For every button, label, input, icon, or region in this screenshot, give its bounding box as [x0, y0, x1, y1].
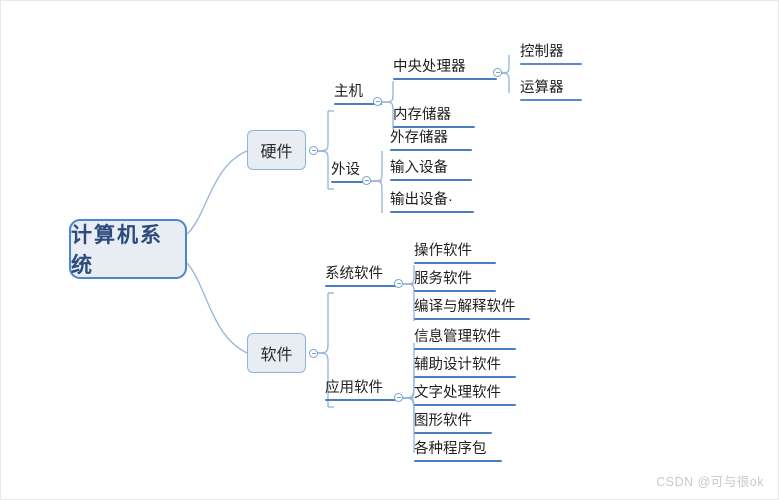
leaf-node-word-processing-software[interactable]: 文字处理软件 — [414, 386, 516, 406]
leaf-node-output-device-underline — [390, 210, 474, 213]
leaf-node-word-processing-software-label: 文字处理软件 — [414, 385, 501, 401]
leaf-node-service-software-label: 服务软件 — [414, 271, 472, 287]
leaf-node-controller[interactable]: 控制器 — [520, 45, 582, 65]
leaf-node-main-memory-underline — [393, 125, 475, 128]
group-node-peripheral[interactable]: 外设 — [331, 163, 370, 183]
collapse-toggle-hardware[interactable] — [309, 146, 318, 155]
leaf-node-output-device[interactable]: 输出设备· — [390, 193, 474, 213]
group-node-host[interactable]: 主机 — [334, 85, 382, 105]
leaf-node-compiler-software-underline — [414, 317, 530, 320]
watermark: CSDN @可与很ok — [656, 475, 764, 489]
leaf-node-operating-software-underline — [414, 261, 496, 264]
leaf-node-compiler-software[interactable]: 编译与解释软件 — [414, 300, 530, 320]
leaf-node-main-memory-label: 内存储器 — [393, 107, 451, 123]
leaf-node-controller-underline — [520, 62, 582, 65]
collapse-toggle-peripheral[interactable] — [362, 176, 371, 185]
root-node[interactable]: 计算机系统 — [69, 219, 187, 279]
leaf-node-service-software-underline — [414, 289, 496, 292]
leaf-node-graphics-software[interactable]: 图形软件 — [414, 414, 492, 434]
leaf-node-cpu[interactable]: 中央处理器 — [393, 60, 497, 80]
leaf-node-graphics-software-underline — [414, 431, 492, 434]
branch-node-hardware-label: 硬件 — [260, 144, 293, 161]
leaf-node-alu-underline — [520, 98, 582, 101]
collapse-toggle-host[interactable] — [373, 97, 382, 106]
branch-node-software-label: 软件 — [260, 347, 293, 364]
leaf-node-input-device-label: 输入设备 — [390, 160, 448, 176]
group-node-system-software[interactable]: 系统软件 — [325, 267, 402, 287]
group-node-host-underline — [334, 102, 382, 105]
leaf-node-information-management-software[interactable]: 信息管理软件 — [414, 330, 516, 350]
leaf-node-aux-memory[interactable]: 外存储器 — [390, 131, 472, 151]
leaf-node-cad-software[interactable]: 辅助设计软件 — [414, 358, 516, 378]
leaf-node-information-management-software-label: 信息管理软件 — [414, 329, 501, 345]
group-node-system-software-label: 系统软件 — [325, 266, 383, 282]
collapse-toggle-software[interactable] — [309, 349, 318, 358]
branch-node-hardware[interactable]: 硬件 — [247, 130, 306, 170]
leaf-node-operating-software[interactable]: 操作软件 — [414, 244, 496, 264]
leaf-node-main-memory[interactable]: 内存储器 — [393, 108, 475, 128]
branch-node-software[interactable]: 软件 — [247, 333, 306, 373]
leaf-node-program-packages[interactable]: 各种程序包 — [414, 442, 502, 462]
leaf-node-input-device[interactable]: 输入设备 — [390, 161, 472, 181]
collapse-toggle-cpu[interactable] — [493, 68, 502, 77]
group-node-host-label: 主机 — [334, 84, 363, 100]
leaf-node-input-device-underline — [390, 178, 472, 181]
leaf-node-alu[interactable]: 运算器 — [520, 81, 582, 101]
leaf-node-cad-software-label: 辅助设计软件 — [414, 357, 501, 373]
leaf-node-program-packages-underline — [414, 459, 502, 462]
leaf-node-output-device-label: 输出设备· — [390, 192, 453, 208]
leaf-node-aux-memory-underline — [390, 148, 472, 151]
group-node-application-software-underline — [325, 398, 402, 401]
leaf-node-alu-label: 运算器 — [520, 80, 564, 96]
leaf-node-word-processing-software-underline — [414, 403, 516, 406]
leaf-node-aux-memory-label: 外存储器 — [390, 130, 448, 146]
group-node-peripheral-underline — [331, 180, 370, 183]
group-node-application-software[interactable]: 应用软件 — [325, 381, 402, 401]
group-node-application-software-label: 应用软件 — [325, 380, 383, 396]
collapse-toggle-system-software[interactable] — [394, 279, 403, 288]
leaf-node-cad-software-underline — [414, 375, 516, 378]
collapse-toggle-application-software[interactable] — [394, 393, 403, 402]
leaf-node-program-packages-label: 各种程序包 — [414, 441, 487, 457]
leaf-node-operating-software-label: 操作软件 — [414, 243, 472, 259]
group-node-peripheral-label: 外设 — [331, 162, 360, 178]
leaf-node-service-software[interactable]: 服务软件 — [414, 272, 496, 292]
root-node-label: 计算机系统 — [71, 224, 163, 277]
leaf-node-controller-label: 控制器 — [520, 44, 564, 60]
leaf-node-information-management-software-underline — [414, 347, 516, 350]
leaf-node-cpu-underline — [393, 77, 497, 80]
leaf-node-graphics-software-label: 图形软件 — [414, 413, 472, 429]
leaf-node-compiler-software-label: 编译与解释软件 — [414, 299, 516, 315]
group-node-system-software-underline — [325, 284, 402, 287]
leaf-node-cpu-label: 中央处理器 — [393, 59, 466, 75]
